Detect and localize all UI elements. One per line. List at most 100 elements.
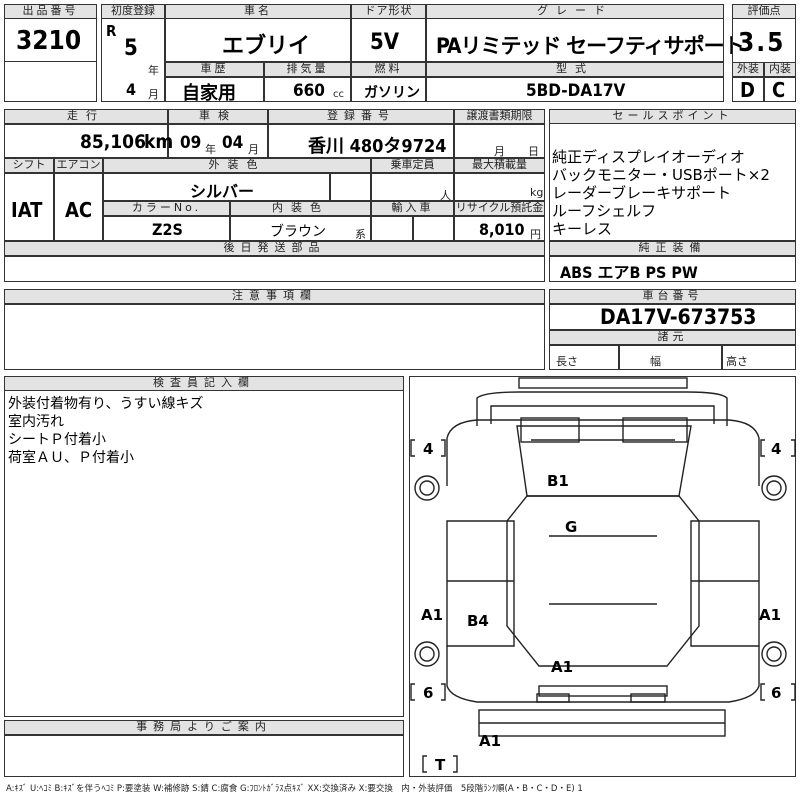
max-load-unit: kg bbox=[530, 186, 544, 199]
genuine-equipment: ABS エアB PS PW bbox=[560, 263, 698, 282]
office-cell bbox=[4, 735, 404, 777]
door-label: ドア形状 bbox=[351, 4, 426, 19]
color-code-label: カラーNo. bbox=[103, 201, 230, 216]
max-load-label: 最大積載量 bbox=[454, 158, 545, 173]
color-code: Z2S bbox=[152, 220, 183, 239]
genuine-equipment-cell bbox=[549, 256, 796, 282]
rear-bumper-left bbox=[536, 693, 570, 703]
docs-day-unit: 日 bbox=[528, 145, 539, 158]
front-grille-right bbox=[622, 417, 688, 443]
import-cell-b bbox=[413, 216, 454, 241]
displacement-label: 排気量 bbox=[264, 62, 351, 77]
inspection-month: 04 bbox=[222, 133, 244, 153]
displacement-cell bbox=[264, 77, 351, 102]
bracket-spare bbox=[422, 755, 458, 773]
interior-color-unit: 系 bbox=[355, 228, 366, 241]
damage-diagram: 4 4 6 6 T B1 G A1 A1 B4 A1 A1 bbox=[410, 377, 796, 774]
grade: PAリミテッド セーフティサポート bbox=[436, 34, 745, 58]
recycle-label: リサイクル預託金 bbox=[454, 201, 545, 216]
wheel-front-left-inner bbox=[419, 480, 435, 496]
fuel: ガソリン bbox=[364, 85, 420, 101]
roof-outline bbox=[506, 495, 700, 667]
mark-g: G bbox=[565, 518, 577, 536]
sales-point: キーレス bbox=[552, 220, 613, 238]
notes-label: 注意事項欄 bbox=[4, 289, 545, 304]
spec-length-label: 長さ bbox=[556, 355, 578, 368]
chassis-cell bbox=[549, 304, 796, 330]
sales-point: ルーフシェルフ bbox=[552, 202, 657, 220]
inspector-line: シートＰ付着小 bbox=[8, 432, 106, 448]
interior-score: C bbox=[772, 78, 786, 102]
wheel-front-left bbox=[414, 475, 440, 501]
inspector-line: 荷室ＡＵ、Ｐ付着小 bbox=[8, 450, 134, 466]
capacity-label: 乗車定員 bbox=[371, 158, 454, 173]
front-bumper-inner bbox=[490, 405, 715, 424]
interior-color-cell bbox=[230, 216, 371, 241]
interior-score-label: 内装 bbox=[764, 62, 796, 77]
sales-point: 純正ディスプレイオーディオ bbox=[552, 148, 745, 166]
spec-height-label: 高さ bbox=[726, 355, 748, 368]
ac-cell bbox=[54, 173, 103, 241]
mileage: 85,106 bbox=[80, 131, 146, 153]
tire-front-right: 4 bbox=[771, 440, 781, 458]
wheel-front-right-inner bbox=[766, 480, 782, 496]
exterior-score-label: 外装 bbox=[732, 62, 764, 77]
door-type: 5V bbox=[370, 30, 400, 55]
spare-tire: T bbox=[435, 756, 446, 774]
recycle-unit: 円 bbox=[530, 228, 541, 241]
hood-outline bbox=[446, 419, 760, 486]
max-load-cell bbox=[454, 173, 545, 201]
color-code-cell bbox=[103, 216, 230, 241]
recycle-cell bbox=[454, 216, 545, 241]
plate-label: 登録番号 bbox=[268, 109, 454, 124]
chassis-number: DA17V-673753 bbox=[600, 305, 757, 329]
exterior-color: シルバー bbox=[190, 182, 255, 201]
exterior-score: D bbox=[740, 78, 755, 102]
score-label: 評価点 bbox=[732, 4, 796, 19]
ac-label: エアコン bbox=[54, 158, 103, 173]
front-bumper-outline bbox=[476, 391, 728, 426]
sales-points-label: セールスポイント bbox=[549, 109, 796, 124]
reg-month: 4 bbox=[126, 80, 137, 99]
bracket-fl bbox=[410, 439, 446, 457]
spec-width-cell bbox=[619, 345, 722, 370]
fuel-cell bbox=[351, 77, 426, 102]
color-label: 外装色 bbox=[103, 158, 371, 173]
inspection-label: 車検 bbox=[168, 109, 268, 124]
front-grille bbox=[520, 417, 580, 443]
shift-cell bbox=[4, 173, 54, 241]
later-parts-label: 後日発送部品 bbox=[4, 241, 545, 256]
capacity-cell bbox=[371, 173, 454, 201]
chassis-label: 車台番号 bbox=[549, 289, 796, 304]
right-body-outline bbox=[690, 520, 760, 647]
mileage-label: 走行 bbox=[4, 109, 168, 124]
office-label: 事務局よりご案内 bbox=[4, 720, 404, 735]
mark-a1-right: A1 bbox=[759, 606, 781, 624]
lot-number-label: 出品番号 bbox=[4, 4, 97, 19]
tire-rear-left: 6 bbox=[423, 684, 433, 702]
history-label: 車歴 bbox=[165, 62, 264, 77]
sales-point: バックモニター・USBポート×2 bbox=[552, 166, 770, 184]
lot-number-divider bbox=[4, 61, 97, 62]
left-body-outline bbox=[446, 520, 515, 647]
spec-length-cell bbox=[549, 345, 619, 370]
mark-a1-cargo: A1 bbox=[551, 658, 573, 676]
bracket-rl bbox=[410, 683, 446, 701]
docs-month-unit: 月 bbox=[494, 145, 505, 158]
inspector-remarks: 外装付着物有り、うすい線キズ 室内汚れ シートＰ付着小 荷室ＡＵ、Ｐ付着小 bbox=[8, 395, 398, 467]
model-code-label: 型式 bbox=[426, 62, 724, 77]
inspector-label: 検査員記入欄 bbox=[4, 376, 404, 391]
inspection-year: 09 bbox=[180, 133, 202, 153]
plate-number: 香川 480タ9724 bbox=[308, 136, 447, 157]
displacement-unit: cc bbox=[333, 89, 344, 100]
car-name-label: 車名 bbox=[165, 4, 351, 19]
damage-diagram-box bbox=[409, 376, 796, 777]
shift-label: シフト bbox=[4, 158, 54, 173]
inspection-month-unit: 月 bbox=[248, 143, 259, 156]
exterior-score-cell bbox=[732, 77, 764, 102]
score: 3.5 bbox=[738, 28, 786, 58]
wheel-front-right bbox=[761, 475, 787, 501]
plate-cell bbox=[268, 124, 454, 158]
history: 自家用 bbox=[182, 83, 236, 104]
inspection-year-unit: 年 bbox=[205, 143, 216, 156]
